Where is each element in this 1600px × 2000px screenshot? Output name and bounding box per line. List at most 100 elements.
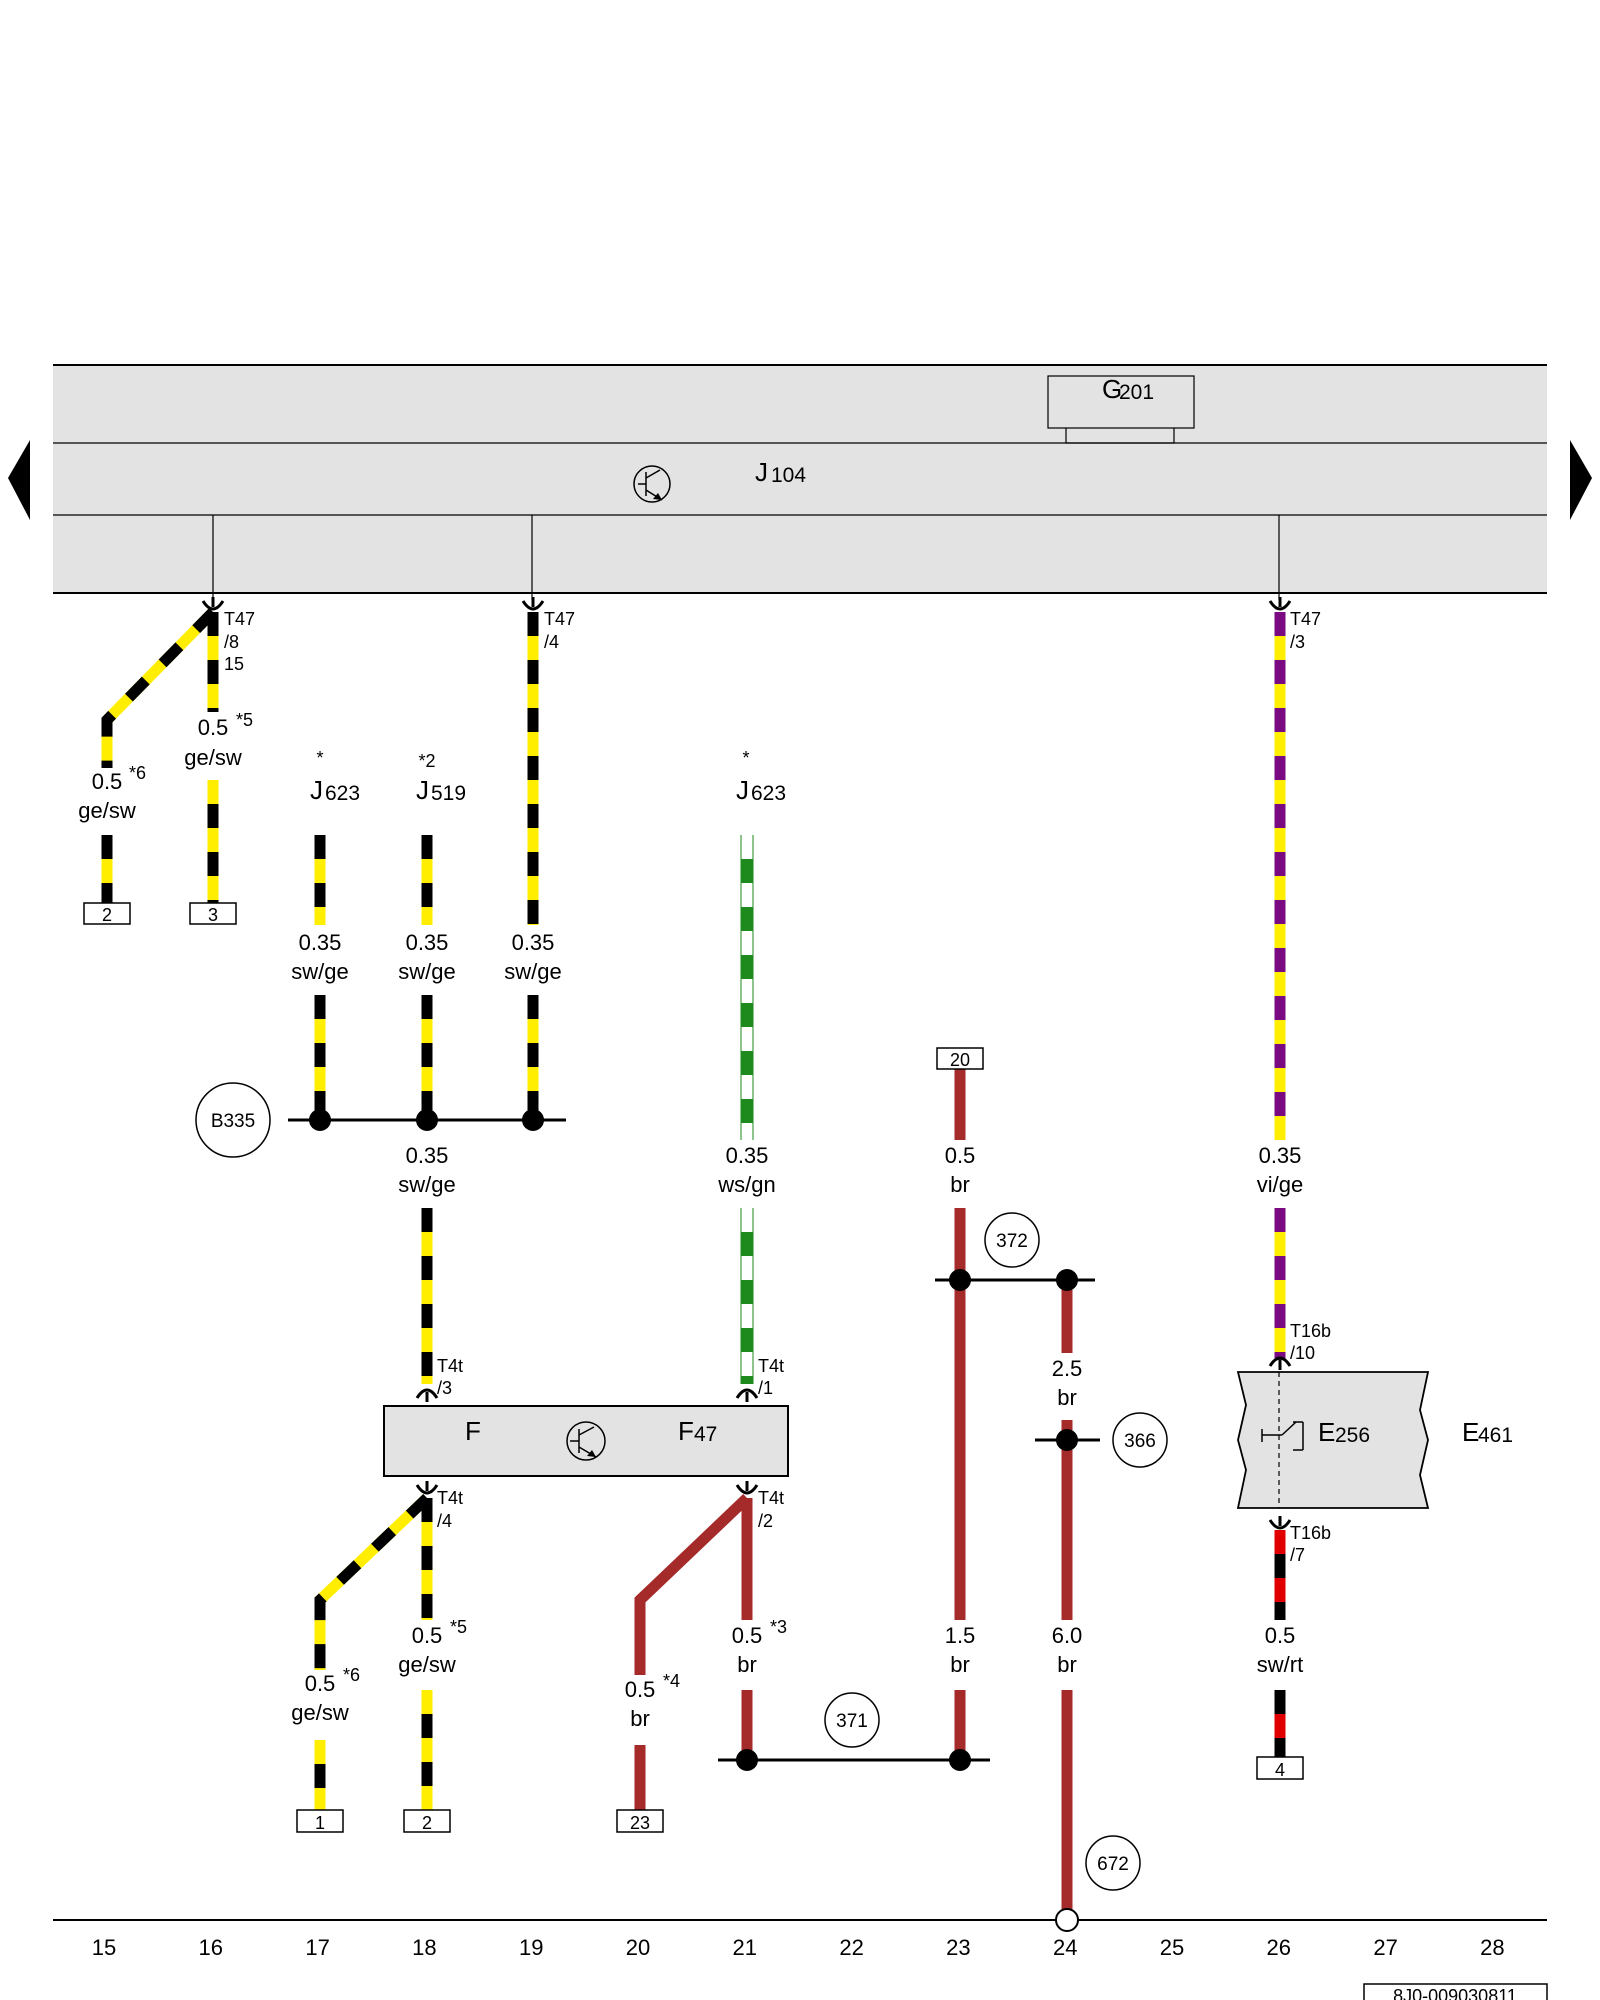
t16b-10-pin: /10 [1290, 1343, 1315, 1363]
junction-dot [1056, 1269, 1078, 1291]
wire-label-color: br [950, 1652, 970, 1677]
wire-label-size: 0.5 [1265, 1623, 1296, 1648]
splice-672[interactable]: 672 [1085, 1835, 1141, 1891]
connector-pin-icon [201, 600, 225, 611]
wire-label-note: *6 [343, 1665, 360, 1685]
splice-371[interactable]: 371 [824, 1692, 880, 1748]
ground-bus [53, 1908, 1547, 1932]
wire-label-size: 0.5 [625, 1677, 656, 1702]
ref-box[interactable]: 2 [403, 1809, 451, 1833]
j519-main: J [416, 775, 429, 805]
ref-box-label: 1 [315, 1813, 325, 1833]
wire-label-size: 0.5 [732, 1623, 763, 1648]
wires-layer [101, 608, 1286, 1910]
junction-dot [522, 1109, 544, 1131]
t4t-3-name: T4t [437, 1356, 463, 1376]
wire-label-color: br [1057, 1385, 1077, 1410]
column-number: 23 [946, 1935, 970, 1960]
transistor-icon [633, 465, 671, 503]
j623-a-main: J [310, 775, 323, 805]
wire-label-size: 0.35 [299, 930, 342, 955]
splice-b335-label: B335 [211, 1111, 255, 1132]
f47-label-sub: 47 [694, 1423, 717, 1446]
wire-label-note: *5 [450, 1617, 467, 1637]
ref-box[interactable]: 4 [1256, 1756, 1304, 1780]
wire-label-size: 0.35 [406, 1143, 449, 1168]
j104-control-unit: G 201 J 104 [53, 364, 1547, 600]
j519-sub: 519 [431, 782, 466, 805]
t47-4-pin: /4 [544, 632, 559, 652]
f47-component: F F 47 [383, 1405, 789, 1477]
ref-box-label: 3 [208, 905, 218, 925]
connector-pin-icon [415, 1484, 439, 1495]
previous-page-arrow-icon[interactable] [8, 440, 30, 520]
junction-dot [949, 1269, 971, 1291]
wire-label-color: sw/ge [291, 959, 348, 984]
wire-gesw-col17-upper-stripe [314, 1494, 431, 1670]
document-id-text: 8J0-009030811 [1393, 1986, 1517, 2000]
t4t-2-name: T4t [758, 1488, 784, 1508]
wire-label-color: sw/ge [398, 959, 455, 984]
g201-label-sub: 201 [1119, 381, 1154, 404]
wire-label-color: sw/ge [504, 959, 561, 984]
column-number: 24 [1053, 1935, 1077, 1960]
wire-label-size: 0.35 [1259, 1143, 1302, 1168]
j623-b-main: J [736, 775, 749, 805]
ground-point-icon [1055, 1908, 1079, 1932]
j623-b-sub: 623 [751, 782, 786, 805]
j519-note: *2 [418, 751, 435, 771]
connector-pin-icon [415, 1388, 439, 1399]
junction-dot [1056, 1429, 1078, 1451]
e256-housing [1236, 1371, 1430, 1509]
wire-label-size: 0.5 [945, 1143, 976, 1168]
connector-labels: T47 /8 15 T47 /4 T47 /3 T4t /3 T4t /1 T4… [224, 609, 1331, 1565]
t47-4-name: T47 [544, 609, 575, 629]
splice-372-label: 372 [996, 1231, 1028, 1252]
splice-371-label: 371 [836, 1711, 868, 1732]
connector-pin-icon [1268, 1356, 1292, 1367]
t16b-10-name: T16b [1290, 1321, 1331, 1341]
junction-dot [949, 1749, 971, 1771]
ref-box-label: 2 [102, 905, 112, 925]
wire-label-color: sw/ge [398, 1172, 455, 1197]
ref-box[interactable]: 2 [83, 902, 131, 925]
f-label: F [465, 1416, 481, 1446]
ref-box[interactable]: 3 [189, 902, 237, 925]
splice-672-label: 672 [1097, 1854, 1129, 1875]
wire-label-note: *4 [663, 1671, 680, 1691]
g201-label-main: G [1102, 374, 1122, 404]
wire-label-note: *3 [770, 1617, 787, 1637]
t4t-4-pin: /4 [437, 1511, 452, 1531]
junction-dot [736, 1749, 758, 1771]
ref-box[interactable]: 20 [936, 1047, 984, 1070]
t4t-1-pin: /1 [758, 1378, 773, 1398]
wire-labels: 0.5 *6 ge/sw 0.5 *5 ge/sw 0.35 sw/ge 0.3… [78, 710, 1303, 1731]
column-number: 17 [305, 1935, 329, 1960]
t16b-7-pin: /7 [1290, 1545, 1305, 1565]
t4t-1-name: T4t [758, 1356, 784, 1376]
splice-b335[interactable]: B335 [195, 1082, 271, 1158]
transistor-icon [566, 1421, 606, 1461]
wire-label-note: *5 [236, 710, 253, 730]
wire-label-size: 0.5 [198, 715, 229, 740]
next-page-arrow-icon[interactable] [1570, 440, 1592, 520]
wire-label-color: ws/gn [717, 1172, 775, 1197]
wire-label-size: 0.35 [726, 1143, 769, 1168]
e256-label-sub: 256 [1335, 1424, 1370, 1447]
wire-label-size: 0.35 [406, 930, 449, 955]
t4t-4-name: T4t [437, 1488, 463, 1508]
j104-housing [53, 365, 1547, 593]
splice-372[interactable]: 372 [984, 1212, 1040, 1268]
column-number: 18 [412, 1935, 436, 1960]
ref-box[interactable]: 23 [616, 1809, 664, 1833]
ref-box-label: 20 [950, 1050, 970, 1070]
g201-box [1047, 375, 1195, 429]
t47-8-pin: /8 [224, 632, 239, 652]
ref-box[interactable]: 1 [296, 1809, 344, 1833]
connector-pin-icon [1268, 600, 1292, 611]
splice-366[interactable]: 366 [1112, 1412, 1168, 1468]
j623-a-note: * [316, 748, 323, 768]
column-number: 16 [199, 1935, 223, 1960]
connector-cups [201, 597, 1292, 1530]
